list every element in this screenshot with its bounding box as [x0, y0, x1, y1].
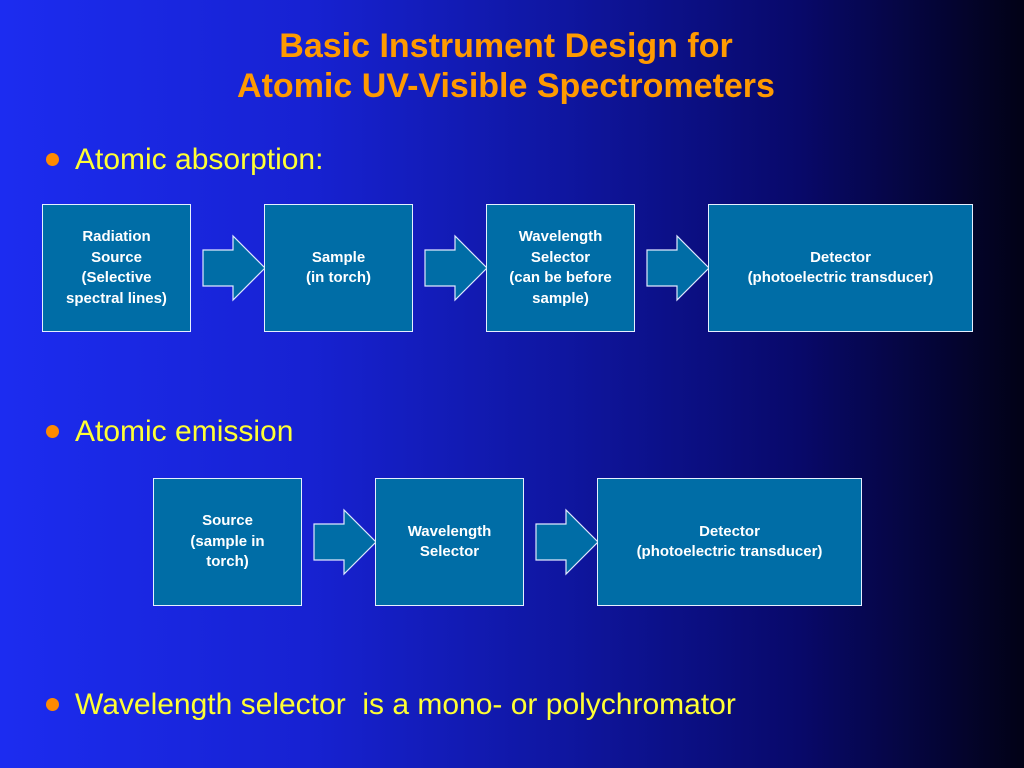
emission-detector-box: Detector (photoelectric transducer) [597, 478, 862, 606]
box-line: torch) [206, 553, 249, 571]
box-line: Radiation [82, 228, 151, 245]
absorption-wavelength-selector-box: Wavelength Selector (can be before sampl… [486, 204, 635, 332]
slide-title: Basic Instrument Design for Atomic UV-Vi… [0, 26, 1012, 106]
flow-arrow-icon [424, 234, 488, 302]
box-line: (sample in [190, 532, 265, 550]
absorption-radiation-source-box: Radiation Source (Selective spectral lin… [42, 204, 191, 332]
flow-arrow-icon [202, 234, 266, 302]
slide-title-line-2: Atomic UV-Visible Spectrometers [237, 67, 775, 105]
box-line: spectral lines) [66, 289, 167, 307]
flow-arrow-icon [646, 234, 710, 302]
box-line: Wavelength [518, 228, 603, 245]
box-line: sample) [532, 289, 589, 307]
box-line: (in torch) [306, 269, 371, 286]
bullet-dot-icon [46, 697, 59, 711]
flow-arrow-icon [313, 508, 377, 576]
slide-title-line-1: Basic Instrument Design for [279, 27, 733, 65]
bullet-atomic-absorption: Atomic absorption: [46, 143, 323, 177]
bullet-text: Atomic emission [75, 415, 294, 448]
box-line: Detector [699, 522, 760, 540]
emission-wavelength-selector-box: Wavelength Selector [375, 478, 524, 606]
box-line: (photoelectric transducer) [747, 269, 934, 286]
absorption-sample-box: Sample (in torch) [264, 204, 413, 332]
bullet-text: Wavelength selector is a mono- or polych… [75, 688, 736, 721]
bullet-text: Atomic absorption: [75, 143, 324, 176]
box-line: Source [202, 512, 253, 530]
flow-arrow-icon [535, 508, 599, 576]
absorption-detector-box: Detector (photoelectric transducer) [708, 204, 973, 332]
box-line: Detector [810, 248, 871, 266]
bullet-dot-icon [46, 424, 59, 438]
box-line: Selector [419, 543, 480, 560]
box-line: (can be before [509, 269, 612, 286]
bullet-atomic-emission: Atomic emission [46, 415, 293, 449]
box-line: Source [91, 248, 142, 266]
bullet-wavelength-selector-note: Wavelength selector is a mono- or polych… [46, 688, 736, 722]
box-line: Sample [311, 248, 366, 266]
box-line: Wavelength [407, 522, 492, 540]
bullet-dot-icon [46, 152, 59, 166]
box-line: (photoelectric transducer) [636, 543, 823, 560]
emission-source-box: Source (sample in torch) [153, 478, 302, 606]
box-line: Selector [530, 248, 591, 266]
box-line: (Selective [81, 269, 152, 286]
